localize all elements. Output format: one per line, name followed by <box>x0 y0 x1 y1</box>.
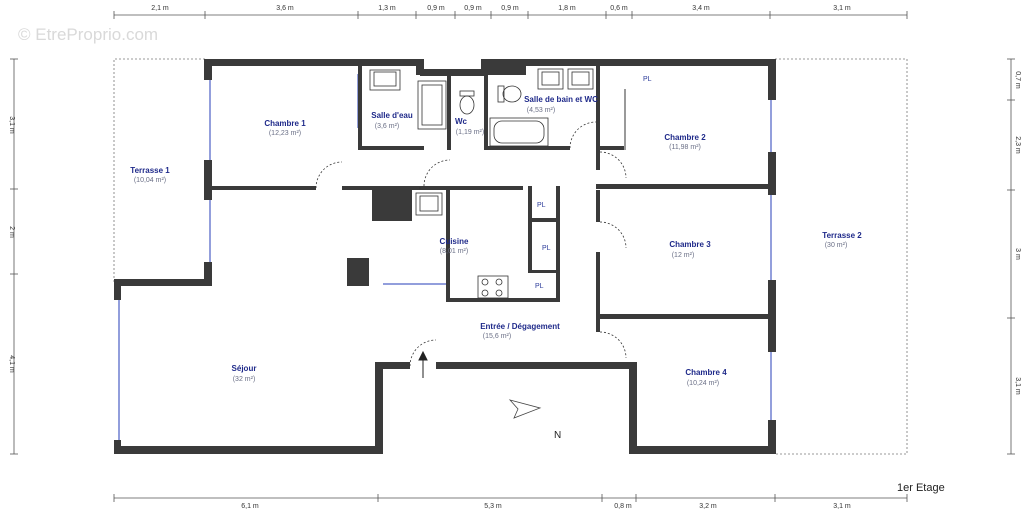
room-salle-eau-name: Salle d'eau <box>371 111 413 120</box>
room-chambre1-area: (12,23 m²) <box>269 130 301 137</box>
level-label: 1er Etage <box>897 482 945 494</box>
room-sdb-name: Salle de bain et WC <box>524 95 598 104</box>
dim-top-9: 3,4 m <box>692 5 710 12</box>
room-chambre4-area: (10,24 m²) <box>687 380 719 387</box>
dim-top-4: 0,9 m <box>427 5 445 12</box>
dimension-labels-left: 3,1 m 2 m 4,1 m <box>8 116 15 373</box>
pl-label-4: PL <box>535 283 544 290</box>
room-chambre2-area: (11,98 m²) <box>669 144 701 151</box>
room-chambre2-name: Chambre 2 <box>664 133 706 142</box>
dim-top-1: 2,1 m <box>151 5 169 12</box>
dim-left-3: 4,1 m <box>8 355 15 373</box>
fixtures <box>369 68 594 299</box>
dim-right-2: 2,3 m <box>1014 136 1021 154</box>
doors <box>315 121 627 367</box>
dim-top-6: 0,9 m <box>501 5 519 12</box>
pl-label-1: PL <box>643 76 652 83</box>
room-sejour-area: (32 m²) <box>233 376 256 383</box>
room-wc-area: (1,19 m²) <box>456 129 484 136</box>
dim-left-1: 3,1 m <box>8 116 15 134</box>
dim-bottom-2: 5,3 m <box>484 503 502 510</box>
room-terrasse1-area: (10,04 m²) <box>134 177 166 184</box>
dimension-labels-bottom: 6,1 m 5,3 m 0,8 m 3,2 m 3,1 m <box>241 503 851 510</box>
room-chambre4-name: Chambre 4 <box>685 368 727 377</box>
room-cuisine-area: (8,01 m²) <box>440 248 468 255</box>
dim-bottom-5: 3,1 m <box>833 503 851 510</box>
dim-top-10: 3,1 m <box>833 5 851 12</box>
room-salle-eau-area: (3,6 m²) <box>375 123 400 130</box>
dim-left-2: 2 m <box>8 226 15 238</box>
room-sejour-name: Séjour <box>232 364 257 373</box>
room-labels: Chambre 1 (12,23 m²) Terrasse 1 (10,04 m… <box>130 95 862 387</box>
dim-top-5: 0,9 m <box>464 5 482 12</box>
dim-bottom-1: 6,1 m <box>241 503 259 510</box>
dim-right-3: 3 m <box>1014 248 1021 260</box>
dim-bottom-4: 3,2 m <box>699 503 717 510</box>
north-compass: N <box>508 399 561 441</box>
room-entree-area: (15,6 m²) <box>483 333 511 340</box>
walls <box>114 59 776 454</box>
terraces <box>113 58 908 455</box>
dimension-labels-right: 0,7 m 2,3 m 3 m 3,1 m <box>1014 71 1021 395</box>
dim-top-7: 1,8 m <box>558 5 576 12</box>
dim-top-8: 0,6 m <box>610 5 628 12</box>
north-label: N <box>554 430 561 441</box>
room-terrasse1-name: Terrasse 1 <box>130 166 170 175</box>
dim-right-4: 3,1 m <box>1014 377 1021 395</box>
room-wc-name: Wc <box>455 117 468 126</box>
room-terrasse2-area: (30 m²) <box>825 242 848 249</box>
room-sdb-area: (4,53 m²) <box>527 107 555 114</box>
watermark: © EtreProprio.com <box>18 25 158 44</box>
room-cuisine-name: Cuisine <box>440 237 469 246</box>
room-chambre1-name: Chambre 1 <box>264 119 306 128</box>
dim-top-2: 3,6 m <box>276 5 294 12</box>
room-chambre3-name: Chambre 3 <box>669 240 711 249</box>
pl-labels: PL PL PL PL <box>535 76 652 290</box>
dimension-labels-top: 2,1 m 3,6 m 1,3 m 0,9 m 0,9 m 0,9 m 1,8 … <box>151 5 851 12</box>
pl-label-2: PL <box>537 202 546 209</box>
room-terrasse2-name: Terrasse 2 <box>822 231 862 240</box>
room-entree-name: Entrée / Dégagement <box>480 322 560 331</box>
dimension-lines <box>10 11 1015 502</box>
pl-label-3: PL <box>542 245 551 252</box>
room-chambre3-area: (12 m²) <box>672 252 695 259</box>
windows <box>118 74 772 440</box>
dim-right-1: 0,7 m <box>1014 71 1021 89</box>
dim-top-3: 1,3 m <box>378 5 396 12</box>
dim-bottom-3: 0,8 m <box>614 503 632 510</box>
entrance-arrow <box>418 350 428 378</box>
